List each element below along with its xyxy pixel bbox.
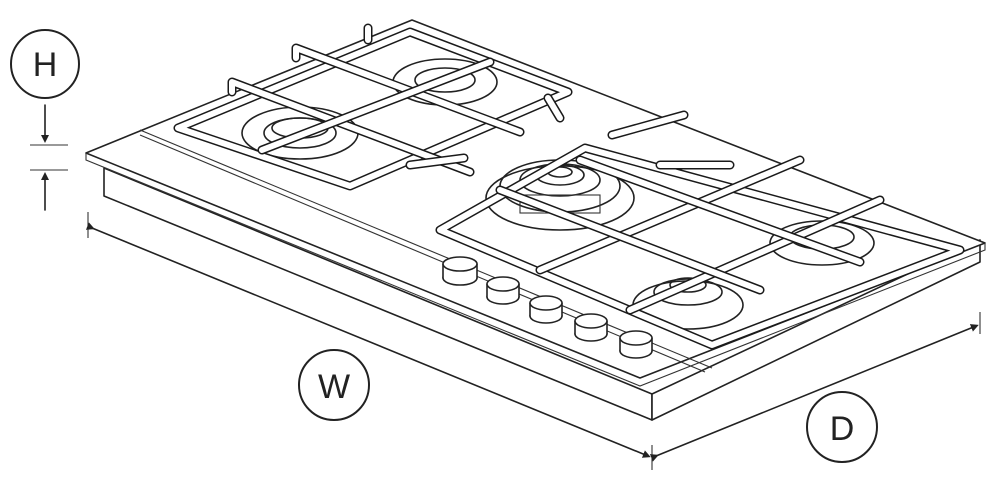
knob-5[interactable]	[619, 330, 653, 359]
depth-dimension: D	[649, 312, 981, 463]
width-dimension: W	[85, 212, 653, 470]
depth-label-circle	[806, 391, 878, 463]
width-label-circle	[298, 349, 370, 421]
height-dimension: H	[10, 29, 80, 211]
knob-1[interactable]	[442, 256, 478, 286]
width-label: W	[318, 368, 350, 406]
knob-3[interactable]	[529, 295, 563, 324]
height-label-circle	[10, 29, 80, 99]
height-label: H	[33, 46, 58, 84]
knob-4[interactable]	[574, 313, 608, 342]
depth-label: D	[830, 410, 855, 448]
knob-2[interactable]	[486, 276, 520, 305]
